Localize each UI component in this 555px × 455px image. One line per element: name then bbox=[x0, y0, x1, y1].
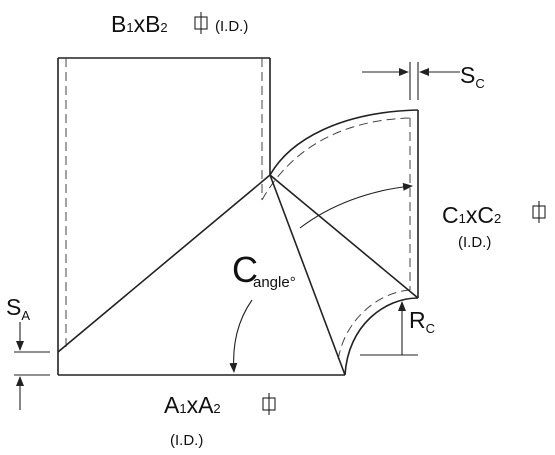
square-symbol-c bbox=[532, 201, 546, 223]
a-outlet-body bbox=[57, 174, 345, 376]
b-outlet-body bbox=[57, 57, 271, 375]
sc-dimension bbox=[362, 62, 460, 100]
a-id-label: (I.D.) bbox=[170, 432, 203, 449]
angle-arc bbox=[229, 182, 413, 373]
square-symbol-b bbox=[194, 12, 208, 34]
angle-label-main: C bbox=[232, 249, 258, 290]
square-symbol-a bbox=[262, 393, 276, 415]
angle-label-sub: angle° bbox=[253, 274, 296, 291]
b-dimension-label: B1xB2 bbox=[111, 11, 168, 37]
rc-label: RC bbox=[409, 307, 435, 336]
sa-label: SA bbox=[6, 294, 30, 323]
c-dimension-label: C1xC2 bbox=[442, 202, 501, 228]
c-id-label: (I.D.) bbox=[458, 234, 491, 251]
rc-dimension bbox=[360, 301, 418, 356]
sa-dimension bbox=[14, 322, 50, 410]
sc-label: SC bbox=[460, 62, 485, 91]
c-branch-body bbox=[261, 109, 419, 376]
b-id-label: (I.D.) bbox=[215, 18, 248, 35]
a-dimension-label: A1xA2 bbox=[164, 392, 221, 418]
